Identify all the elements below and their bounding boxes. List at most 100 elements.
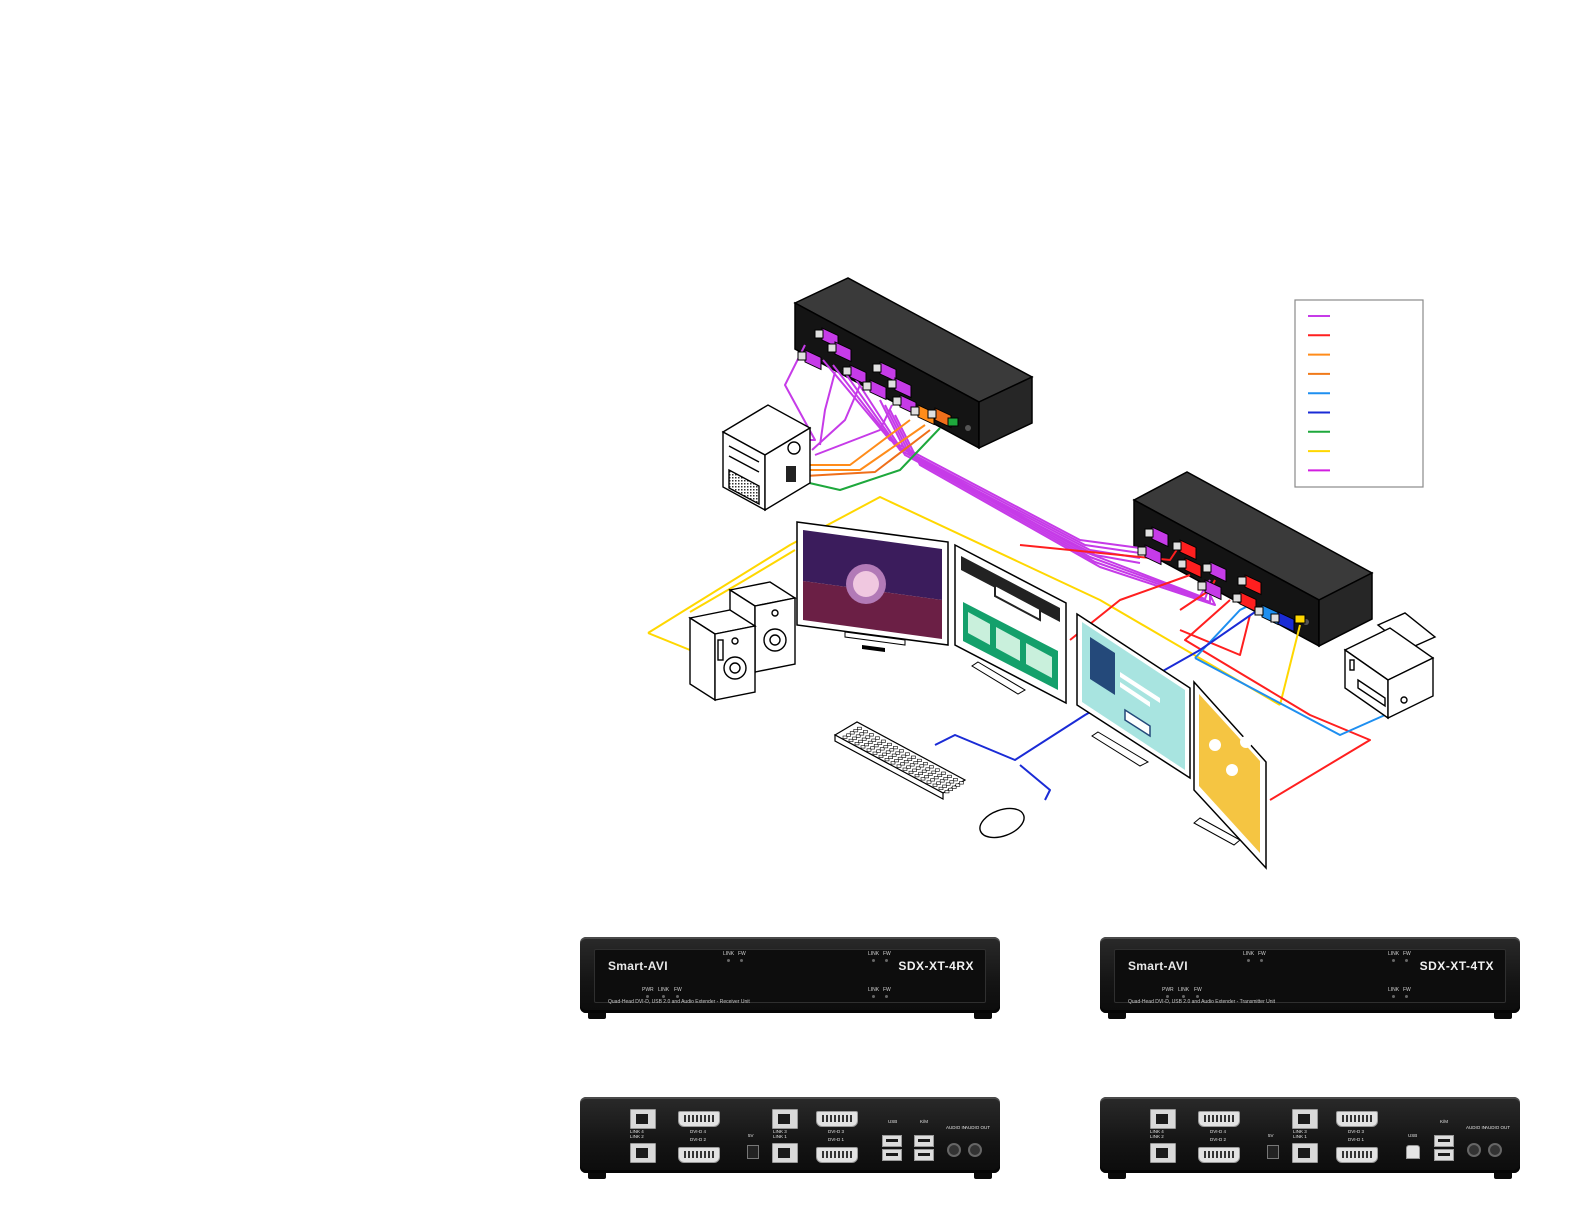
dvi-port[interactable] xyxy=(816,1111,858,1127)
keyboard-key xyxy=(944,790,950,794)
keyboard-key xyxy=(846,733,851,737)
keyboard-key xyxy=(842,735,848,739)
audio-jack[interactable] xyxy=(1467,1143,1481,1157)
keyboard-key xyxy=(951,785,957,789)
keyboard-key xyxy=(942,784,947,788)
usb-port[interactable] xyxy=(1434,1135,1454,1147)
cable-line xyxy=(1184,599,1371,801)
keyboard-key xyxy=(915,766,921,770)
usb-port[interactable] xyxy=(914,1135,934,1147)
keyboard-key xyxy=(911,755,916,759)
rj45-port[interactable] xyxy=(1292,1143,1318,1163)
dvi-port[interactable] xyxy=(1336,1147,1378,1163)
audio-jack[interactable] xyxy=(947,1143,961,1157)
cable-line xyxy=(889,409,1211,603)
keyboard-key xyxy=(855,734,861,738)
rj45-port[interactable] xyxy=(772,1109,798,1129)
keyboard-key xyxy=(891,753,897,757)
rj45-port[interactable] xyxy=(630,1109,656,1129)
usb-port[interactable] xyxy=(914,1149,934,1161)
keyboard-key xyxy=(908,770,914,775)
rj45-port[interactable] xyxy=(1292,1109,1318,1129)
rj45-port[interactable] xyxy=(1150,1109,1176,1129)
keyboard-key xyxy=(890,761,896,765)
brand-logo: Smart-AVI xyxy=(608,959,668,973)
cable-plug-housing xyxy=(872,363,882,373)
keyboard-key xyxy=(902,767,908,771)
dvi-port[interactable] xyxy=(1198,1147,1240,1163)
keyboard-key xyxy=(929,765,934,769)
cable-line xyxy=(784,344,816,441)
keyboard-key xyxy=(865,735,871,739)
cable-line xyxy=(814,404,893,456)
keyboard-key xyxy=(924,775,929,779)
monitor-icon xyxy=(1193,680,1267,870)
keyboard-key xyxy=(953,778,958,782)
keyboard-key xyxy=(859,732,865,736)
keyboard-key xyxy=(933,776,939,780)
keyboard-key xyxy=(909,763,915,767)
usb-port[interactable] xyxy=(882,1149,902,1161)
keyboard-key xyxy=(894,759,899,763)
cable-plug-housing xyxy=(1202,563,1212,573)
cable-line xyxy=(647,496,1281,706)
power-jack[interactable] xyxy=(747,1145,759,1159)
cable-line xyxy=(852,374,1141,564)
pc-tower-icon xyxy=(721,404,812,512)
keyboard-key xyxy=(866,748,872,752)
audio-plug xyxy=(1294,614,1306,624)
dvi-port[interactable] xyxy=(1198,1111,1240,1127)
cable-plug-housing xyxy=(1237,576,1247,586)
keyboard-key xyxy=(925,767,931,771)
brand-logo: Smart-AVI xyxy=(1128,959,1188,973)
keyboard-key xyxy=(876,749,881,753)
usb-b-port[interactable] xyxy=(1406,1145,1420,1159)
keyboard-key xyxy=(923,762,928,766)
keyboard-key xyxy=(919,764,925,768)
unit-caption: Quad-Head DVI-D, USB 2.0 and Audio Exten… xyxy=(1128,999,1276,1005)
keyboard-key xyxy=(889,748,895,752)
cable-plug-housing xyxy=(1232,593,1242,603)
keyboard-key xyxy=(858,739,863,744)
keyboard-key xyxy=(905,752,910,756)
usb-port[interactable] xyxy=(1434,1149,1454,1161)
keyboard-key xyxy=(879,747,885,751)
power-jack[interactable] xyxy=(1267,1145,1279,1159)
usb-port[interactable] xyxy=(882,1135,902,1147)
dvi-port[interactable] xyxy=(678,1147,720,1163)
keyboard-key xyxy=(853,729,859,733)
rx-front-panel: Smart-AVI SDX-XT-4RX LINK FW LINK FW PWR… xyxy=(580,937,1000,1019)
cable-plug-housing xyxy=(827,343,837,353)
unit-caption: Quad-Head DVI-D, USB 2.0 and Audio Exten… xyxy=(608,999,750,1005)
rj45-port[interactable] xyxy=(1150,1143,1176,1163)
keyboard-key xyxy=(936,781,941,785)
cable-plug-housing xyxy=(1144,528,1154,538)
keyboard-key xyxy=(901,754,907,758)
cable-plug-housing xyxy=(927,409,937,419)
keyboard-key xyxy=(873,744,879,748)
dvi-port[interactable] xyxy=(1336,1111,1378,1127)
dvi-port[interactable] xyxy=(678,1111,720,1127)
cable-line xyxy=(884,404,1211,600)
legend xyxy=(1294,299,1424,488)
keyboard-key xyxy=(917,758,922,763)
rj45-port[interactable] xyxy=(630,1143,656,1163)
keyboard-key xyxy=(943,777,949,781)
keyboard-key xyxy=(893,746,898,750)
cable-line xyxy=(894,414,1216,606)
audio-jack[interactable] xyxy=(1488,1143,1502,1157)
keyboard-key xyxy=(883,745,889,749)
cable-plug-housing xyxy=(862,381,872,391)
cable-line xyxy=(805,419,911,466)
cable-plug-housing xyxy=(814,329,824,339)
keyboard-key xyxy=(920,777,926,781)
keyboard-key xyxy=(887,742,892,747)
dvi-port[interactable] xyxy=(816,1147,858,1163)
rj45-port[interactable] xyxy=(772,1143,798,1163)
keyboard-key xyxy=(959,781,964,785)
keyboard-key xyxy=(857,726,862,731)
keyboard-key xyxy=(888,755,893,760)
audio-jack[interactable] xyxy=(968,1143,982,1157)
